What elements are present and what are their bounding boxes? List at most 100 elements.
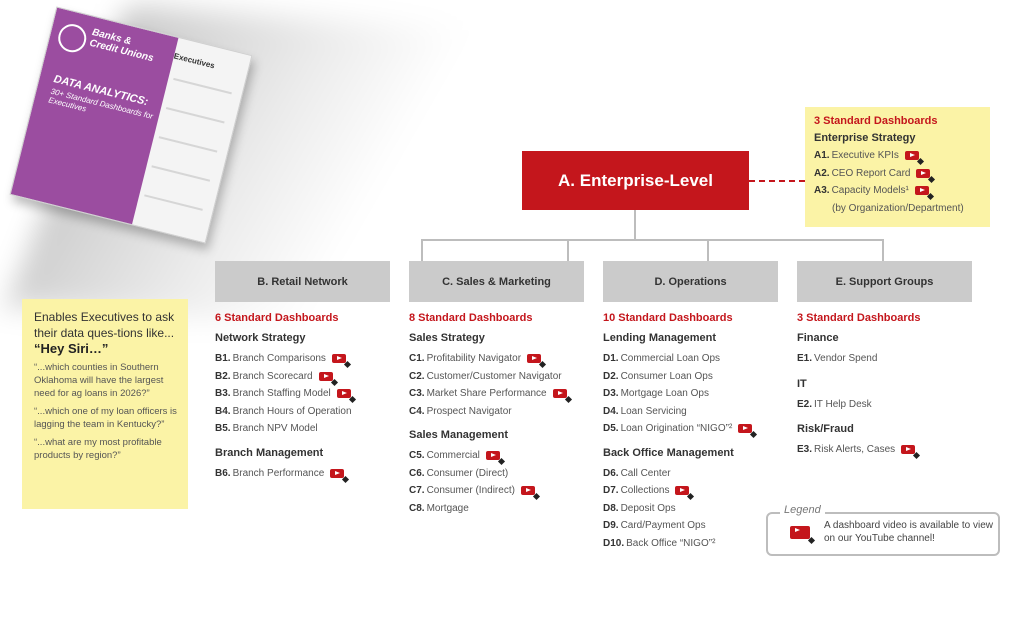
brochure-rule <box>151 165 211 182</box>
item-label: Loan Servicing <box>620 405 687 417</box>
item-label: Capacity Models¹ <box>831 185 909 197</box>
quote-list: “...which counties in Southern Oklahoma … <box>34 361 184 462</box>
legend-text: A dashboard video is available to view o… <box>824 520 993 544</box>
youtube-play-icon[interactable] <box>330 468 345 478</box>
youtube-play-icon[interactable] <box>527 354 542 364</box>
youtube-play-icon[interactable] <box>552 389 567 399</box>
youtube-play-icon[interactable] <box>675 486 690 496</box>
item-label: Deposit Ops <box>620 502 676 514</box>
dashboard-item[interactable]: D5.Loan Origination “NIGO”² <box>603 420 793 438</box>
section-title: Sales Strategy <box>409 332 485 344</box>
dashboard-item[interactable]: D7.Collections <box>603 482 793 500</box>
item-code: C4. <box>409 405 425 417</box>
quote: “...what are my most profitable products… <box>34 437 162 461</box>
item-code: B5. <box>215 423 231 435</box>
dashboard-item[interactable]: C4.Prospect Navigator <box>409 403 599 421</box>
brochure-rule <box>173 77 232 95</box>
youtube-play-icon[interactable] <box>485 451 500 461</box>
youtube-play-icon[interactable] <box>336 389 351 399</box>
section-title: Network Strategy <box>215 332 306 344</box>
item-label: Consumer (Indirect) <box>426 485 515 497</box>
item-label: Loan Origination “NIGO”² <box>620 423 733 435</box>
dashboard-item[interactable]: D4.Loan Servicing <box>603 403 793 421</box>
operations-column: 10 Standard Dashboards Lending Managemen… <box>603 312 793 552</box>
hey-siri-emphasis: “Hey Siri…” <box>34 341 109 356</box>
youtube-play-icon <box>790 526 810 539</box>
item-code: D6. <box>603 467 619 479</box>
youtube-play-icon[interactable] <box>901 445 916 455</box>
enterprise-count: 3 Standard Dashboards <box>814 115 938 127</box>
legend-title: Legend <box>780 504 825 516</box>
brochure-rule <box>158 136 218 153</box>
dashboard-item[interactable]: C8.Mortgage <box>409 500 599 518</box>
item-label: Market Share Performance <box>426 388 547 400</box>
dashboard-item[interactable]: D2.Consumer Loan Ops <box>603 368 793 386</box>
item-label: Card/Payment Ops <box>620 520 706 532</box>
item-label: Consumer Loan Ops <box>620 370 713 382</box>
item-code: A2. <box>814 167 830 179</box>
dashboard-item[interactable]: B2.Branch Scorecard <box>215 368 405 386</box>
item-code: D9. <box>603 520 619 532</box>
dashboard-item[interactable]: C5.Commercial <box>409 447 599 465</box>
retail-network-header: B. Retail Network <box>215 261 390 302</box>
dashboard-item[interactable]: C1.Profitability Navigator <box>409 350 599 368</box>
dashboard-item[interactable]: A3.Capacity Models¹ <box>814 182 964 200</box>
item-label: Branch NPV Model <box>232 423 318 435</box>
dashboard-item[interactable]: D10.Back Office “NIGO”² <box>603 535 793 553</box>
dashboard-item[interactable]: D1.Commercial Loan Ops <box>603 350 793 368</box>
dashboard-item[interactable]: D6.Call Center <box>603 465 793 483</box>
dashboard-item[interactable]: B3.Branch Staffing Model <box>215 385 405 403</box>
support-groups-column: 3 Standard Dashboards Finance E1.Vendor … <box>797 312 987 459</box>
item-code: A3. <box>814 185 830 197</box>
dashboard-item[interactable]: E1.Vendor Spend <box>797 350 987 368</box>
youtube-play-icon[interactable] <box>916 168 931 178</box>
dashboard-item[interactable]: B1.Branch Comparisons <box>215 350 405 368</box>
youtube-play-icon[interactable] <box>904 151 919 161</box>
item-label: Mortgage Loan Ops <box>620 388 709 400</box>
dashboard-item[interactable]: B6.Branch Performance <box>215 465 405 483</box>
intro-text: Enables Executives to ask their data que… <box>34 310 175 340</box>
dashboard-count: 10 Standard Dashboards <box>603 312 733 324</box>
dashboard-count: 6 Standard Dashboards <box>215 312 339 324</box>
item-label: CEO Report Card <box>831 167 911 179</box>
brochure-side-header: Executives <box>172 51 216 71</box>
dashboard-item[interactable]: D9.Card/Payment Ops <box>603 517 793 535</box>
dashboard-item[interactable]: A2.CEO Report Card <box>814 165 964 183</box>
operations-header: D. Operations <box>603 261 778 302</box>
youtube-play-icon[interactable] <box>318 371 333 381</box>
item-code: B2. <box>215 370 231 382</box>
dashboard-item[interactable]: C6.Consumer (Direct) <box>409 465 599 483</box>
tree-drop-line <box>707 239 709 261</box>
section-title: Risk/Fraud <box>797 423 854 435</box>
item-label: Mortgage <box>426 502 469 514</box>
youtube-play-icon[interactable] <box>738 424 753 434</box>
dashboard-item[interactable]: A1.Executive KPIs <box>814 147 964 165</box>
item-code: D1. <box>603 353 619 365</box>
item-code: B6. <box>215 467 231 479</box>
dashboard-count: 8 Standard Dashboards <box>409 312 533 324</box>
item-code: C2. <box>409 370 425 382</box>
item-label: Profitability Navigator <box>426 353 522 365</box>
dashboard-item[interactable]: D3.Mortgage Loan Ops <box>603 385 793 403</box>
dashboard-item[interactable]: C3.Market Share Performance <box>409 385 599 403</box>
youtube-play-icon[interactable] <box>520 486 535 496</box>
dashboard-item[interactable]: B4.Branch Hours of Operation <box>215 403 405 421</box>
item-label: IT Help Desk <box>814 398 872 410</box>
item-code: C5. <box>409 450 425 462</box>
dashboard-item[interactable]: E3.Risk Alerts, Cases <box>797 441 987 459</box>
youtube-play-icon[interactable] <box>914 186 929 196</box>
item-code: C7. <box>409 485 425 497</box>
item-code: B1. <box>215 353 231 365</box>
enterprise-level-box: A. Enterprise-Level <box>522 151 749 210</box>
youtube-play-icon[interactable] <box>331 354 346 364</box>
dashboard-item[interactable]: C2.Customer/Customer Navigator <box>409 368 599 386</box>
dashboard-item[interactable]: E2.IT Help Desk <box>797 396 987 414</box>
dashboard-item[interactable]: D8.Deposit Ops <box>603 500 793 518</box>
item-code: D2. <box>603 370 619 382</box>
item-label: Vendor Spend <box>814 353 878 365</box>
item-label: Branch Comparisons <box>232 353 326 365</box>
dashboard-item[interactable]: C7.Consumer (Indirect) <box>409 482 599 500</box>
tree-drop-line <box>421 239 423 261</box>
item-label: Customer/Customer Navigator <box>426 370 562 382</box>
dashboard-item[interactable]: B5.Branch NPV Model <box>215 420 405 438</box>
